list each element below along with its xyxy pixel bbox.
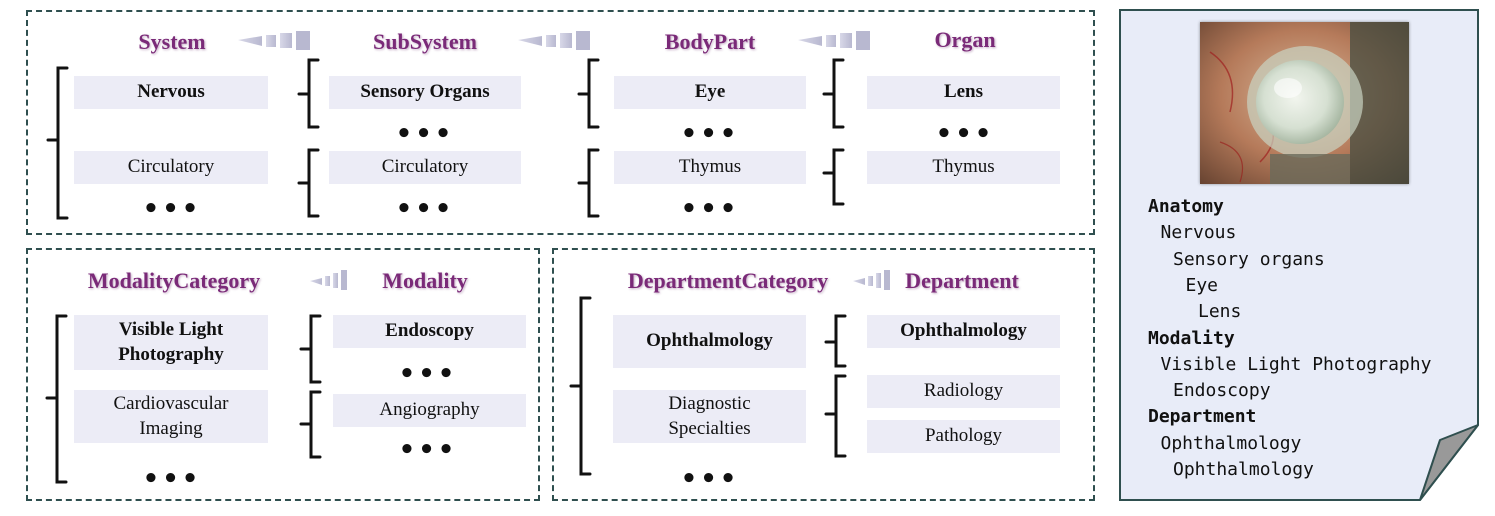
system-ellipsis: ••• xyxy=(142,194,202,224)
department-category-diagnostic: Diagnostic Specialties xyxy=(613,390,806,443)
modality-panel xyxy=(26,248,540,501)
organ-thymus: Thymus xyxy=(867,151,1060,184)
tree-section-heading: Modality xyxy=(1148,327,1235,349)
tree-item: Sensory organs xyxy=(1173,248,1325,270)
tree-item: Eye xyxy=(1185,274,1219,296)
modality-category-visible-light: Visible Light Photography xyxy=(74,315,268,370)
bodypart-ellipsis-1: ••• xyxy=(680,119,740,149)
bodypart-ellipsis-2: ••• xyxy=(680,194,740,224)
department-category-ellipsis: ••• xyxy=(680,464,740,494)
modality-angiography: Angiography xyxy=(333,394,526,427)
anatomy-panel xyxy=(26,10,1095,235)
tree-item: Lens xyxy=(1198,301,1242,323)
organ-lens: Lens xyxy=(867,76,1060,109)
tree-item: Visible Light Photography xyxy=(1160,353,1432,375)
header-modality: Modality xyxy=(382,268,468,293)
bodypart-eye: Eye xyxy=(614,76,806,109)
tree-section-heading: Anatomy xyxy=(1148,196,1224,217)
organ-ellipsis: ••• xyxy=(935,119,995,149)
modality-endoscopy: Endoscopy xyxy=(333,315,526,348)
header-bodypart: BodyPart xyxy=(664,29,756,54)
system-nervous: Nervous xyxy=(74,76,268,109)
endoscopy-image xyxy=(1200,22,1409,184)
modality-ellipsis-1: ••• xyxy=(398,359,458,389)
modality-category-ellipsis: ••• xyxy=(142,464,202,494)
tree-item: Endoscopy xyxy=(1173,380,1271,402)
card-fold xyxy=(1419,424,1479,501)
modality-category-cardiovascular: Cardiovascular Imaging xyxy=(74,390,268,443)
header-modality-category: ModalityCategory xyxy=(87,268,261,293)
header-department-category: DepartmentCategory xyxy=(627,268,829,293)
header-subsystem: SubSystem xyxy=(373,29,477,54)
header-department: Department xyxy=(905,268,1019,293)
system-circulatory: Circulatory xyxy=(74,151,268,184)
department-category-ophthalmology: Ophthalmology xyxy=(613,315,806,368)
subsystem-circulatory: Circulatory xyxy=(329,151,521,184)
department-pathology: Pathology xyxy=(867,420,1060,453)
subsystem-sensory-organs: Sensory Organs xyxy=(329,76,521,109)
tree-item: Ophthalmology xyxy=(1160,432,1302,454)
subsystem-ellipsis-2: ••• xyxy=(395,194,455,224)
tree-item: Nervous xyxy=(1160,222,1237,244)
tree-section-heading: Department xyxy=(1148,406,1257,428)
subsystem-ellipsis-1: ••• xyxy=(395,119,455,149)
modality-ellipsis-2: ••• xyxy=(398,435,458,465)
tree-item: Ophthalmology xyxy=(1173,459,1314,480)
header-system: System xyxy=(138,29,206,54)
department-panel xyxy=(552,248,1095,501)
department-ophthalmology: Ophthalmology xyxy=(867,315,1060,348)
header-organ: Organ xyxy=(934,27,996,52)
department-radiology: Radiology xyxy=(867,375,1060,408)
bodypart-thymus: Thymus xyxy=(614,151,806,184)
